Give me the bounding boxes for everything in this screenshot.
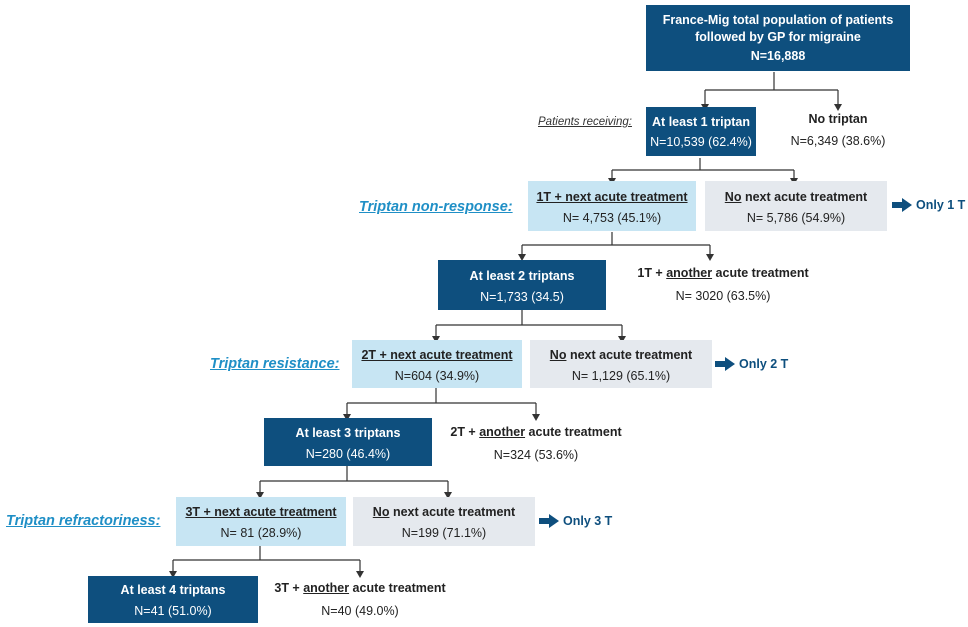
2t-next-acute-box: 2T + next acute treatment N=604 (34.9%) [352,340,522,388]
arrow-right-icon [715,357,735,371]
patients-receiving-label: Patients receiving: [538,116,632,128]
1t-next-acute-title: 1T + next acute treatment [536,190,688,204]
no-next-acute-1-box: No next acute treatment N= 5,786 (54.9%) [705,181,887,231]
root-n: N=16,888 [750,48,806,63]
only-3t-text: Only 3 T [563,514,613,528]
triptan-refractoriness-label: Triptan refractoriness: [6,513,161,529]
arrow-right-icon [892,198,912,212]
at-least-2-triptans-n: N=1,733 (34.5) [480,289,564,304]
at-least-4-triptans-title: At least 4 triptans [120,583,226,597]
at-least-4-triptans-n: N=41 (51.0%) [134,603,212,618]
3t-next-acute-box: 3T + next acute treatment N= 81 (28.9%) [176,497,346,546]
3t-another-acute-n: N=40 (49.0%) [321,603,399,618]
no-next-acute-3-no: No [372,505,390,519]
no-next-acute-2-box: No next acute treatment N= 1,129 (65.1%) [530,340,712,388]
only-1t-text: Only 1 T [916,198,966,212]
only-2t-text: Only 2 T [739,357,789,371]
3t-another-word: another [303,581,350,595]
at-least-4-triptans-box: At least 4 triptans N=41 (51.0%) [88,576,258,623]
no-next-acute-2-title: next acute treatment [566,348,693,362]
no-next-acute-3-box: No next acute treatment N=199 (71.1%) [353,497,535,546]
1t-another-acute-box: 1T + another acute treatment N= 3020 (63… [614,265,832,309]
at-least-3-triptans-n: N=280 (46.4%) [305,446,391,461]
arrow-right-icon [539,514,559,528]
at-least-1-triptan-box: At least 1 triptan N=10,539 (62.4%) [646,107,756,156]
2t-next-acute-title: 2T + next acute treatment [361,348,513,362]
no-next-acute-1-no: No [724,190,742,204]
no-next-acute-3-n: N=199 (71.1%) [401,525,487,540]
at-least-3-triptans-box: At least 3 triptans N=280 (46.4%) [264,418,432,466]
root-box: France-Mig total population of patients … [646,5,910,71]
only-1t-label: Only 1 T [892,198,965,212]
no-next-acute-2-no: No [549,348,567,362]
root-line2: followed by GP for migraine [695,29,861,44]
no-next-acute-1-title: next acute treatment [741,190,868,204]
no-triptan-title: No triptan [808,112,868,126]
only-2t-label: Only 2 T [715,357,788,371]
1t-next-acute-n: N= 4,753 (45.1%) [562,210,662,225]
at-least-2-triptans-title: At least 2 triptans [469,269,575,283]
3t-next-acute-n: N= 81 (28.9%) [220,525,302,540]
triptan-resistance-label: Triptan resistance: [210,356,340,372]
at-least-1-triptan-n: N=10,539 (62.4%) [650,134,752,149]
root-line1: France-Mig total population of patients [662,13,894,27]
3t-next-acute-title: 3T + next acute treatment [185,505,337,519]
2t-next-acute-n: N=604 (34.9%) [394,368,480,383]
3t-another-acute-box: 3T + another acute treatment N=40 (49.0%… [264,580,456,624]
2t-another-word: another [479,425,526,439]
at-least-2-triptans-box: At least 2 triptans N=1,733 (34.5) [438,260,606,310]
1t-another-word: another [666,266,713,280]
1t-next-acute-box: 1T + next acute treatment N= 4,753 (45.1… [528,181,696,231]
triptan-non-response-label: Triptan non-response: [359,199,513,215]
only-3t-label: Only 3 T [539,514,612,528]
no-triptan-n: N=6,349 (38.6%) [790,133,886,148]
no-triptan-box: No triptan N=6,349 (38.6%) [776,111,900,155]
at-least-1-triptan-title: At least 1 triptan [652,115,750,129]
2t-another-acute-box: 2T + another acute treatment N=324 (53.6… [440,424,632,468]
no-next-acute-1-n: N= 5,786 (54.9%) [746,210,846,225]
no-next-acute-2-n: N= 1,129 (65.1%) [571,368,671,383]
no-next-acute-3-title: next acute treatment [389,505,516,519]
at-least-3-triptans-title: At least 3 triptans [295,426,401,440]
1t-another-acute-n: N= 3020 (63.5%) [675,288,771,303]
2t-another-acute-n: N=324 (53.6%) [493,447,579,462]
